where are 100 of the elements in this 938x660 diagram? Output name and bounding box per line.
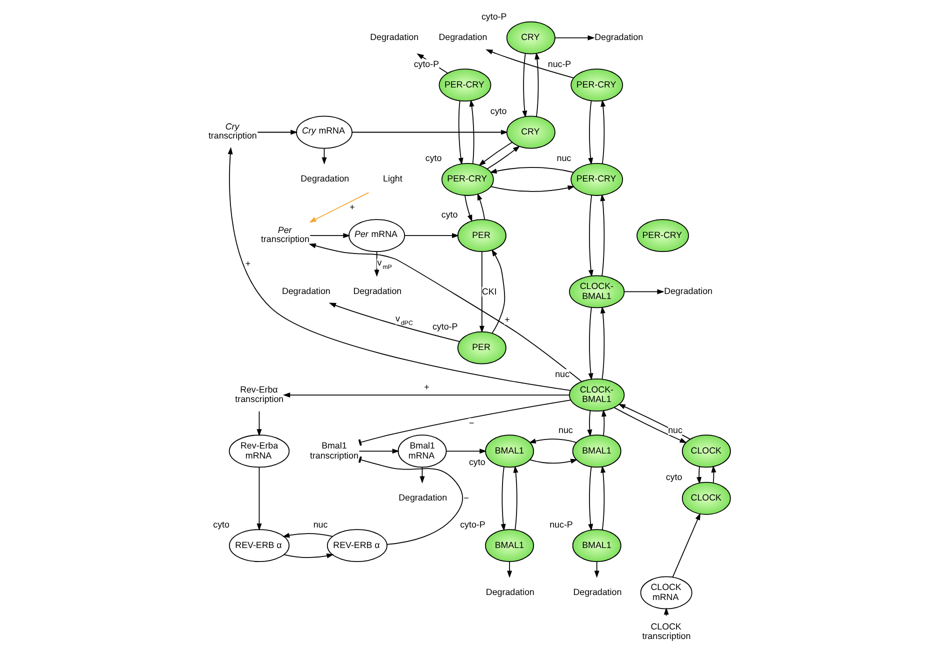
arrow bbox=[469, 99, 474, 164]
arrow bbox=[256, 410, 262, 436]
node-text: CLOCK transcription bbox=[642, 621, 691, 642]
arrow bbox=[328, 302, 460, 342]
node-text: Cry transcription bbox=[208, 122, 257, 140]
node-label: nuc bbox=[313, 519, 328, 530]
edge-label: + bbox=[245, 258, 251, 268]
arrow bbox=[696, 466, 702, 484]
edge-label: + bbox=[504, 314, 510, 324]
arrow bbox=[479, 251, 484, 334]
node-label: cyto bbox=[666, 472, 682, 482]
edge-label: CKI bbox=[482, 286, 497, 296]
arrow bbox=[588, 307, 594, 380]
arrow bbox=[588, 194, 594, 278]
arrow bbox=[282, 532, 333, 538]
node-text: Degradation bbox=[353, 286, 402, 296]
node-label: nuc bbox=[556, 153, 572, 164]
arrow bbox=[358, 448, 400, 454]
node-ellipse: PER-CRY bbox=[570, 68, 624, 102]
node-label: nuc bbox=[555, 368, 570, 379]
arrow bbox=[486, 49, 574, 78]
arrow bbox=[500, 466, 506, 532]
node-label: nuc bbox=[668, 424, 682, 435]
arrow bbox=[310, 233, 350, 238]
node-text: Light bbox=[383, 174, 402, 184]
arrow bbox=[490, 167, 574, 174]
node-text: Per transcription bbox=[261, 224, 310, 244]
arrow bbox=[594, 561, 600, 578]
node-label: cyto bbox=[469, 456, 486, 467]
node-label: cyto-P bbox=[481, 12, 507, 22]
arrow bbox=[711, 465, 716, 484]
node-ellipse: PER-CRY bbox=[636, 219, 689, 252]
node-text: Degradation bbox=[594, 32, 644, 42]
node-ellipse: PER bbox=[457, 331, 506, 364]
arrow bbox=[490, 185, 575, 192]
arrow bbox=[672, 512, 700, 578]
arrow bbox=[282, 392, 570, 398]
node-ellipse: BMAL1 bbox=[572, 529, 622, 562]
arrow bbox=[624, 289, 664, 294]
node-text: Degradation bbox=[282, 286, 330, 296]
node-label: cyto bbox=[425, 153, 442, 164]
arrow bbox=[374, 251, 380, 277]
node-text: Degradation bbox=[398, 492, 448, 503]
arrow bbox=[522, 53, 528, 118]
arrow bbox=[528, 438, 577, 444]
connector bbox=[358, 456, 464, 545]
node-ellipse: BMAL1 bbox=[572, 434, 622, 468]
node-text: Degradation bbox=[486, 587, 534, 597]
arrow bbox=[309, 192, 370, 223]
arrow bbox=[257, 130, 298, 135]
node-text: Degradation bbox=[573, 587, 622, 597]
node-label: cyto-P bbox=[432, 322, 458, 332]
arrow bbox=[352, 130, 508, 135]
node-ellipse: CRY bbox=[506, 21, 556, 54]
arrow bbox=[587, 410, 592, 437]
arrow bbox=[283, 553, 334, 558]
node-text: Degradation bbox=[664, 286, 713, 296]
arrow bbox=[464, 195, 472, 222]
arrow bbox=[600, 194, 606, 276]
node-ellipse: PER bbox=[457, 219, 506, 252]
arrow bbox=[588, 466, 594, 532]
arrow bbox=[600, 99, 606, 164]
node-ellipse: Bmal1 mRNA bbox=[398, 434, 447, 468]
node-ellipse: CLOCK bbox=[682, 482, 731, 515]
edge-label: v$_{mP}$ bbox=[377, 257, 392, 271]
arrow bbox=[404, 233, 460, 238]
node-text: Bmal1 transcription bbox=[310, 440, 358, 460]
arrow bbox=[308, 243, 582, 382]
arrow bbox=[491, 249, 506, 334]
node-label: cyto bbox=[213, 519, 230, 530]
node-label: nuc-P bbox=[550, 519, 573, 530]
arrow bbox=[554, 35, 595, 40]
arrow bbox=[513, 466, 518, 530]
arrow bbox=[602, 409, 606, 436]
node-text: Rev-Erbα transcription bbox=[235, 384, 284, 404]
node-ellipse: CLOCK-BMAL1 bbox=[569, 275, 625, 308]
node-label: cyto-P bbox=[460, 519, 486, 530]
node-ellipse: Rev-Erba mRNA bbox=[228, 434, 290, 468]
node-label: nuc bbox=[558, 424, 573, 435]
arrow bbox=[256, 466, 262, 531]
node-label: cyto bbox=[441, 209, 458, 220]
arrow bbox=[600, 466, 606, 530]
arrow bbox=[446, 448, 487, 454]
arrow bbox=[534, 52, 540, 117]
node-label: cyto-P bbox=[414, 58, 440, 69]
arrow bbox=[600, 306, 606, 380]
node-ellipse: PER-CRY bbox=[441, 162, 494, 196]
edge-label: v$_{dPC}$ bbox=[396, 314, 413, 328]
node-label: nuc-P bbox=[548, 58, 572, 69]
arrow bbox=[322, 148, 327, 165]
arrow bbox=[486, 146, 520, 170]
node-label: cyto bbox=[490, 106, 507, 116]
arrow bbox=[530, 458, 578, 464]
edge-label: + bbox=[350, 202, 355, 212]
connector bbox=[358, 400, 572, 446]
arrow bbox=[420, 466, 425, 484]
node-ellipse: BMAL1 bbox=[485, 434, 534, 468]
node-ellipse: PER-CRY bbox=[570, 162, 624, 196]
arrow bbox=[458, 100, 464, 166]
arrow bbox=[507, 561, 512, 578]
